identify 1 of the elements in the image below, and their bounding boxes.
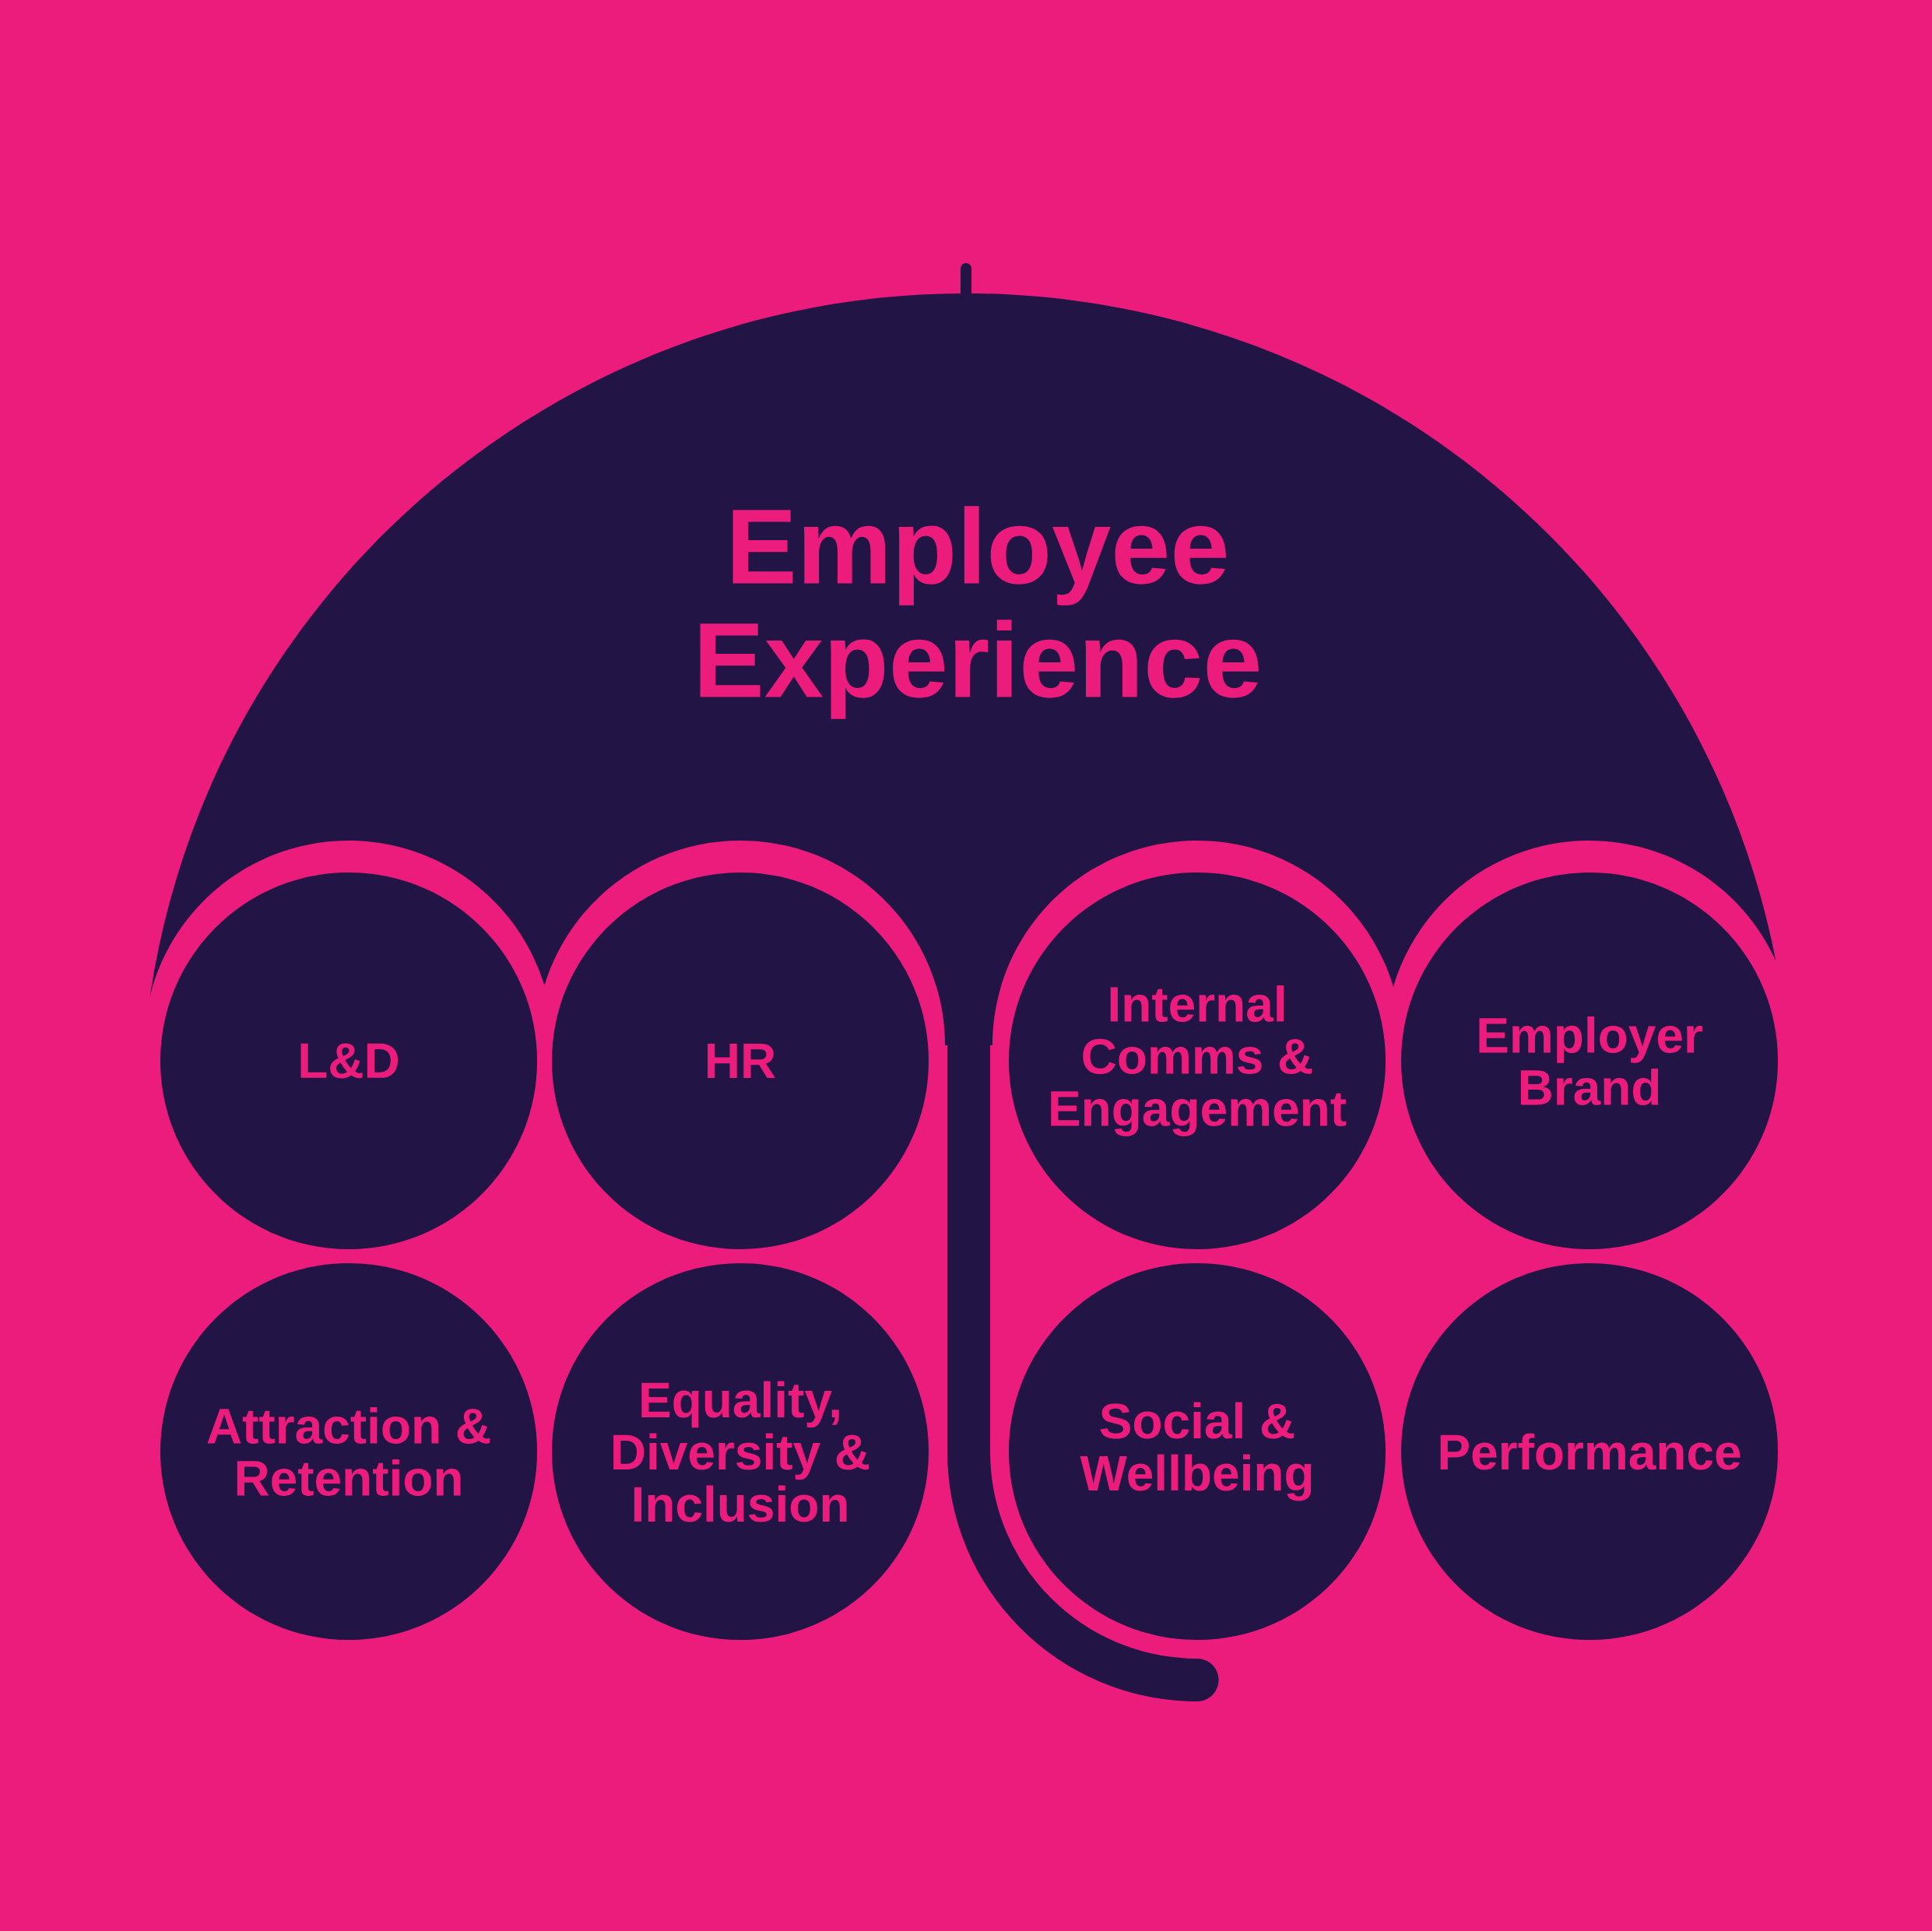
node-label: Employee Experience <box>700 506 1259 719</box>
